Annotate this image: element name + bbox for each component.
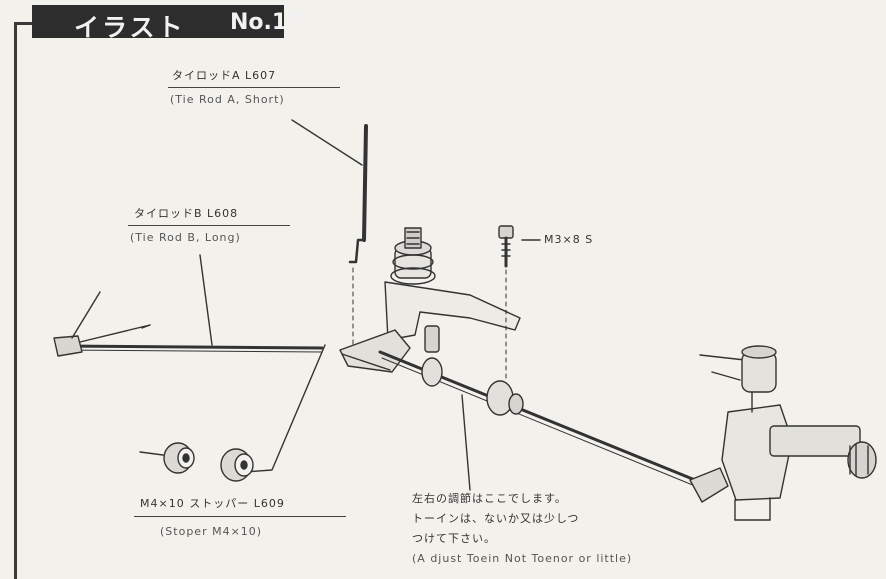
stopper-label-jp: M4×10 ストッパー L609 [140, 497, 285, 510]
leader-adjust-note [461, 394, 471, 491]
tie-rod-b-label-en: (Tie Rod B, Long) [130, 231, 241, 244]
tie-rod-a-underline [168, 87, 340, 88]
tie-rod-b-label-jp: タイロッドB L608 [134, 207, 239, 220]
adjust-note-line-2: トーインは、ないか又は少しつ [412, 512, 580, 525]
tie-rod-a-label-en: (Tie Rod A, Short) [170, 93, 285, 106]
adjust-note-line-1: 左右の調節はここでします。 [412, 492, 567, 505]
stopper-label-en: (Stoper M4×10) [160, 525, 263, 538]
tie-rod-a [362, 124, 368, 242]
tie-rod-b [58, 344, 324, 350]
leader-tie-rod-a [291, 119, 363, 166]
title-banner: イラスト No.17 [32, 5, 303, 42]
stopper-underline [134, 516, 346, 517]
adjust-note-en: (A djust Toein Not Toenor or little) [412, 552, 633, 565]
leader-tie-rod-b [199, 254, 213, 346]
tie-rod-b-underline [128, 225, 290, 226]
illustration-number: No.17 [230, 10, 303, 35]
illustration-title: イラスト [74, 13, 186, 42]
leader-stopper [244, 344, 326, 473]
frame-left-rule [14, 22, 17, 579]
screw-label: M3×8 S [544, 233, 594, 246]
tie-rod-a-label-jp: タイロッドA L607 [172, 69, 277, 82]
frame-top-rule [14, 22, 34, 25]
adjust-note-line-3: つけて下さい。 [412, 532, 496, 545]
